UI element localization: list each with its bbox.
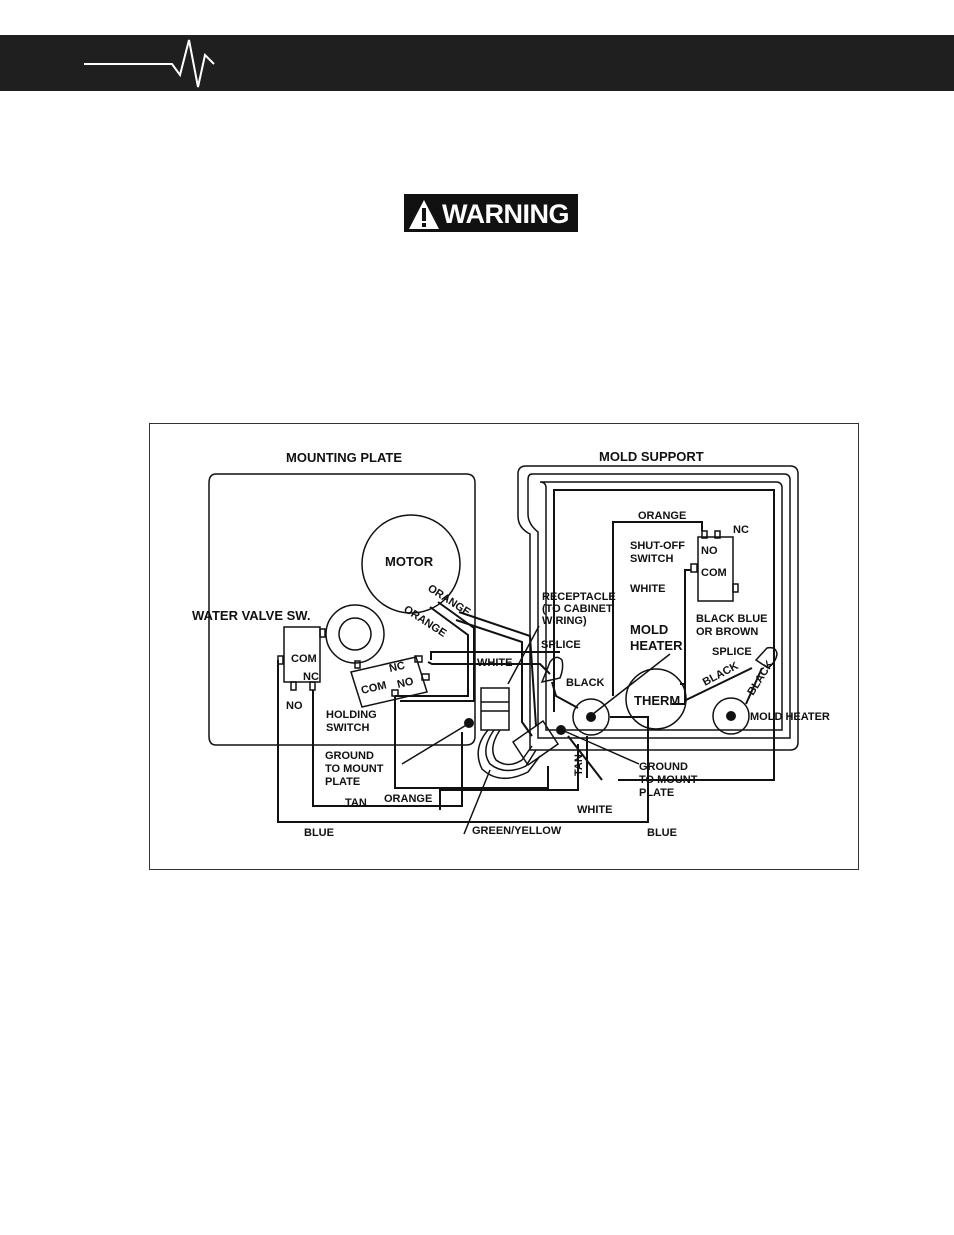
label-receptacle-1: RECEPTACLE: [542, 591, 616, 603]
label-black-blue-2: OR BROWN: [696, 626, 758, 638]
label-ground-right-2: TO MOUNT: [639, 774, 698, 786]
ground-point-left: [464, 718, 474, 728]
label-shutoff-2: SWITCH: [630, 553, 673, 565]
label-mold-heater-right: MOLD HEATER: [750, 711, 830, 723]
motor: [361, 514, 461, 614]
label-com-holding: COM: [360, 679, 388, 696]
label-black-blue-1: BLACK BLUE: [696, 613, 768, 625]
label-no-water-valve: NO: [286, 700, 303, 712]
label-ground-left-2: TO MOUNT: [325, 763, 384, 775]
mold-support-outline-inner-2: [539, 481, 783, 731]
label-black-left: BLACK: [566, 677, 605, 689]
label-therm: THERM: [634, 693, 680, 708]
label-ground-right-3: PLATE: [639, 787, 674, 799]
wiring-diagram-frame: MOUNTING PLATE MOLD SUPPORT MOTOR WATER …: [149, 423, 859, 870]
label-holding-switch-2: SWITCH: [326, 722, 369, 734]
label-blue-left: BLUE: [304, 827, 334, 839]
receptacle: [480, 687, 510, 731]
label-tan-bottom: TAN: [345, 797, 367, 809]
splice-right: [754, 646, 778, 669]
wiring-diagram: MOUNTING PLATE MOLD SUPPORT MOTOR WATER …: [192, 449, 830, 839]
label-shutoff-1: SHUT-OFF: [630, 540, 685, 552]
label-orange-top: ORANGE: [638, 510, 686, 522]
label-mold-heater-2: HEATER: [630, 638, 683, 653]
label-splice-right: SPLICE: [712, 646, 752, 658]
label-nc-water-valve: NC: [303, 671, 319, 683]
label-orange-motor-2: ORANGE: [401, 603, 448, 639]
label-mounting-plate: MOUNTING PLATE: [286, 450, 402, 465]
label-splice-left: SPLICE: [541, 639, 581, 651]
label-ground-right-1: GROUND: [639, 761, 688, 773]
label-black-right-2: BLACK: [745, 659, 776, 698]
label-water-valve-sw: WATER VALVE SW.: [192, 608, 310, 623]
warning-label: WARNING: [404, 194, 578, 232]
label-white-top: WHITE: [477, 657, 512, 669]
label-no-shutoff: NO: [701, 545, 718, 557]
mold-heater-terminal-right: [712, 697, 750, 735]
label-mold-support: MOLD SUPPORT: [599, 449, 704, 464]
label-ground-left-1: GROUND: [325, 750, 374, 762]
label-tan-right: TAN: [573, 754, 585, 776]
mold-heater-terminal-left: [572, 698, 610, 736]
label-ground-left-3: PLATE: [325, 776, 360, 788]
label-black-right-1: BLACK: [701, 660, 741, 689]
holding-switch: [350, 656, 428, 708]
label-nc-shutoff: NC: [733, 524, 749, 536]
ground-point-right: [556, 725, 566, 735]
splice-left: [540, 656, 564, 684]
label-mold-heater-1: MOLD: [630, 622, 668, 637]
label-motor: MOTOR: [385, 554, 434, 569]
mold-support-outline-inner: [527, 473, 791, 739]
label-receptacle-3: WIRING): [542, 615, 587, 627]
label-com-shutoff: COM: [701, 567, 727, 579]
label-nc-holding: NC: [388, 660, 406, 675]
header-bar: [0, 35, 954, 91]
mold-support-outline: [517, 465, 799, 751]
label-blue-right: BLUE: [647, 827, 677, 839]
label-com-water-valve: COM: [291, 653, 317, 665]
warning-text: WARNING: [442, 199, 570, 229]
label-receptacle-2: (TO CABINET: [542, 603, 613, 615]
label-orange-bottom: ORANGE: [384, 793, 432, 805]
label-white-shutoff: WHITE: [630, 583, 665, 595]
warning-triangle-icon: [409, 200, 439, 229]
label-green-yellow: GREEN/YELLOW: [472, 825, 562, 837]
label-orange-motor-1: ORANGE: [425, 582, 472, 618]
wire-connector: [511, 719, 560, 767]
label-no-holding: NO: [396, 675, 415, 691]
label-white-bottom: WHITE: [577, 804, 612, 816]
water-valve-ring: [325, 604, 385, 664]
pulse-line-icon: [84, 39, 215, 88]
mounting-plate-outline: [208, 473, 476, 746]
label-holding-switch-1: HOLDING: [326, 709, 377, 721]
water-valve-switch: [283, 626, 321, 683]
